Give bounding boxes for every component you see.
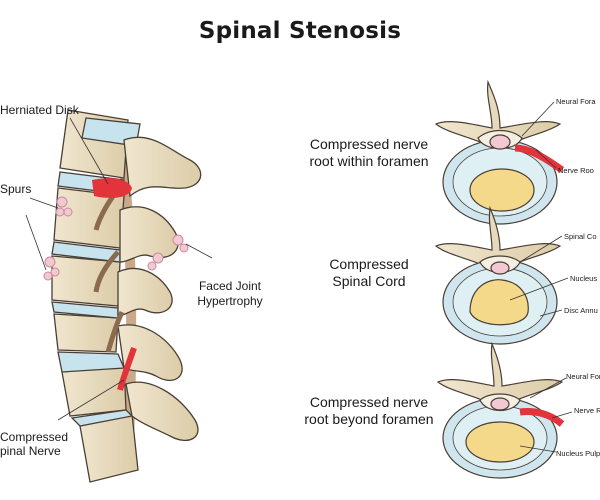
panel-2-label-nucleus: Nucleus <box>570 274 598 283</box>
panel-3-label-nucleus-pulposus: Nucleus Pulpo <box>556 449 600 458</box>
cross-section-2 <box>434 205 562 345</box>
compressed-nerve-label-line1: Compressed <box>0 430 69 444</box>
nerve-root-3 <box>105 310 125 353</box>
posterior-element-1 <box>123 136 202 198</box>
panel-3-caption-line2: root beyond foramen <box>304 411 434 427</box>
panel-3-caption-line1: Compressed nerve <box>309 394 429 410</box>
herniated-disk <box>92 178 132 198</box>
compressed-nerve <box>117 347 137 391</box>
panel-1-label-nerve-root: Nerve Roo <box>558 166 594 175</box>
bone-spurs-label: Spurs <box>0 182 32 196</box>
panel-3-label-nerve-root: Nerve R <box>574 406 600 415</box>
panel-1-label-neural-foramen: Neural Fora <box>556 97 596 106</box>
facet-joint-label-line2: Hypertrophy <box>197 294 263 308</box>
panel-2-label-disc-annulus: Disc Annu <box>564 306 598 315</box>
bone-spurs <box>43 196 189 281</box>
vertebra-4 <box>53 313 119 353</box>
cross-section-3 <box>436 341 565 479</box>
spine-leader-lines <box>25 117 213 421</box>
nerve-root-2 <box>93 250 120 293</box>
cross-section-1 <box>434 79 565 225</box>
posterior-element-2 <box>119 206 179 263</box>
herniated-disk-label: Herniated Disk <box>0 103 79 117</box>
facet-joint-label-line1: Faced Joint <box>198 279 262 293</box>
posterior-element-3 <box>117 267 173 317</box>
panel-1-caption-line1: Compressed nerve <box>309 136 429 152</box>
panel-3-label-neural-foramen: Neural Fora <box>566 372 600 381</box>
page-title: Spinal Stenosis <box>198 18 402 44</box>
panel-1-caption-line2: root within foramen <box>309 153 429 169</box>
vertebra-5 <box>61 365 127 417</box>
disc-5 <box>57 351 125 373</box>
compressed-nerve-label-line2: pinal Nerve <box>0 444 61 458</box>
panel-2-caption-line2: Spinal Cord <box>332 273 406 289</box>
panel-2-caption-line1: Compressed <box>329 256 409 272</box>
posterior-element-5 <box>125 381 199 441</box>
panel-2-label-spinal-cord: Spinal Co <box>564 232 597 241</box>
posterior-element-4 <box>117 324 183 381</box>
spine-column <box>43 109 202 483</box>
